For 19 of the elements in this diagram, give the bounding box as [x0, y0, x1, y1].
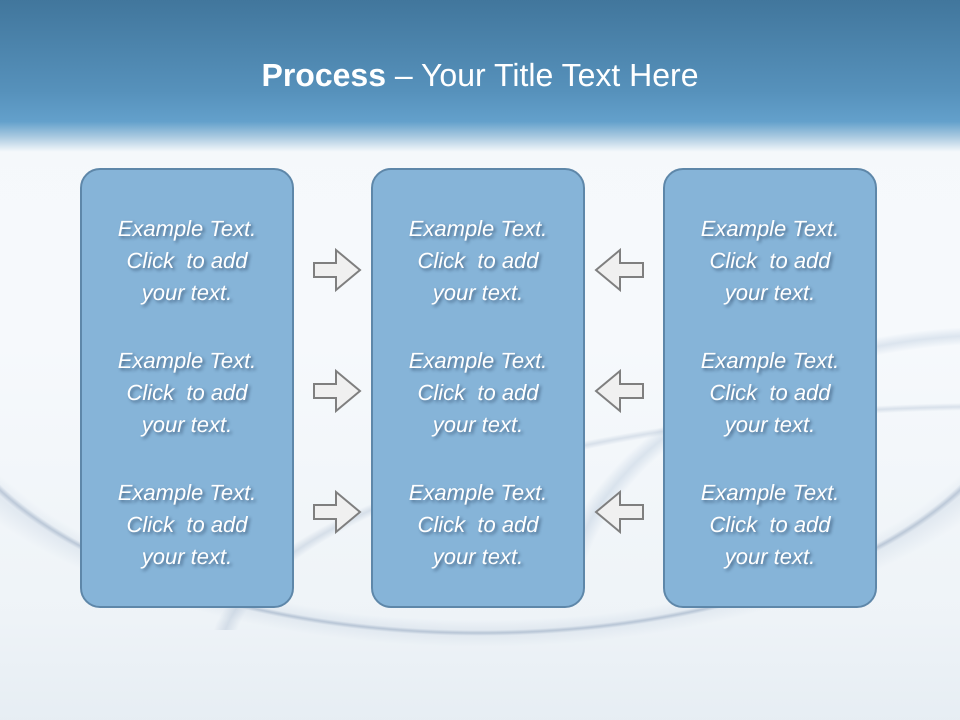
column-text: Example Text. Click to add your text.	[408, 479, 548, 571]
column-text: Example Text. Click to add your text.	[408, 215, 548, 307]
column-text: Example Text. Click to add your text.	[408, 347, 548, 439]
column-text: Example Text. Click to add your text.	[700, 479, 840, 571]
column-text: Example Text. Click to add your text.	[700, 347, 840, 439]
column-text: Example Text. Click to add your text.	[116, 347, 258, 439]
arrow	[313, 368, 362, 414]
column-text: Example Text. Click to add your text.	[700, 215, 840, 307]
column-text: Example Text. Click to add your text.	[116, 215, 258, 307]
process-column	[371, 168, 585, 608]
process-column	[80, 168, 294, 608]
process-column	[663, 168, 877, 608]
arrow	[594, 368, 644, 414]
column-text: Example Text. Click to add your text.	[116, 479, 258, 571]
arrow	[313, 490, 362, 534]
arrow	[594, 490, 644, 534]
slide-title: Process – Your Title Text Here	[261, 56, 698, 95]
arrow	[594, 248, 644, 292]
arrow	[313, 248, 362, 292]
